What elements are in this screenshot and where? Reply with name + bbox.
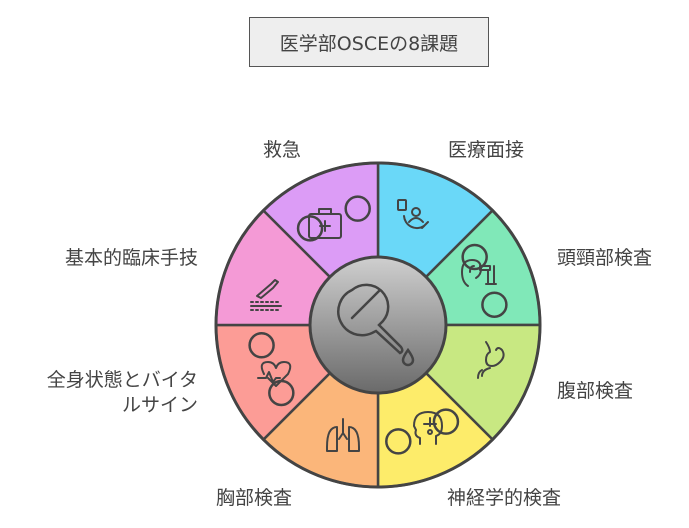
doctor-interview-icon: [397, 199, 429, 229]
label-general-vitals-line2: ルサイン: [121, 394, 198, 416]
diagram-title: 医学部OSCEの8課題: [249, 17, 489, 67]
puzzle-knob: [344, 195, 371, 222]
dropper-icon: [337, 283, 415, 367]
heart-pulse-icon: [257, 361, 292, 387]
label-head-neck-exam: 頭頸部検査: [557, 247, 653, 269]
scalpel-icon: [250, 279, 282, 311]
label-medical-interview: 医療面接: [448, 139, 525, 161]
puzzle-knob: [296, 215, 324, 242]
puzzle-knob: [481, 291, 508, 318]
label-emergency: 救急: [263, 139, 302, 161]
stomach-icon: [477, 341, 505, 379]
label-abdominal-exam: 腹部検査: [557, 380, 634, 402]
puzzle-knob: [268, 379, 295, 407]
first-aid-kit-icon: [308, 208, 342, 239]
brain-head-icon: [413, 411, 443, 445]
label-chest-exam: 胸部検査: [216, 487, 293, 509]
puzzle-knob: [385, 428, 412, 455]
ear-exam-icon: [461, 259, 497, 287]
label-basic-clinical-skills: 基本的臨床手技: [64, 247, 198, 269]
label-general-vitals-line1: 全身状態とバイタ: [46, 369, 198, 391]
wheel-outline: [214, 161, 542, 489]
puzzle-knob: [248, 332, 275, 359]
lungs-icon: [326, 418, 360, 452]
label-neurological-exam: 神経学的検査: [447, 487, 562, 509]
puzzle-knob: [432, 408, 460, 435]
label-general-vitals: 全身状態とバイタ ルサイン: [47, 368, 198, 418]
